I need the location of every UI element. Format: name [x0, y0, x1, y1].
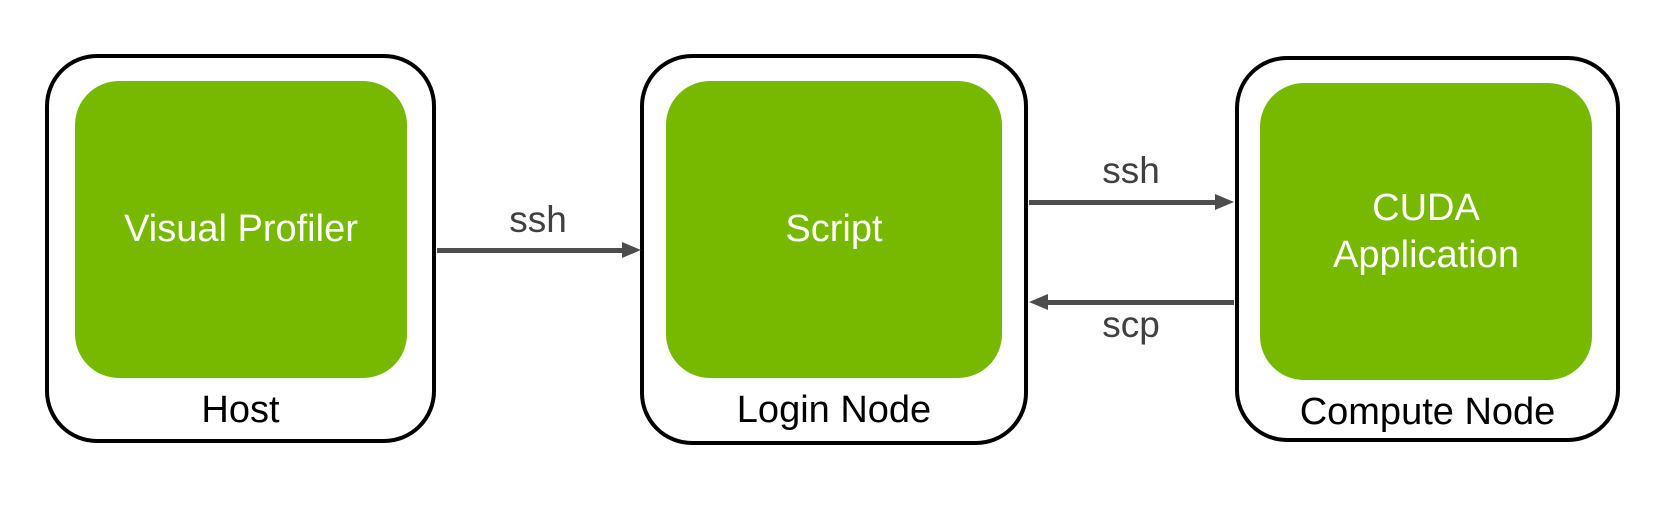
arrow-shaft — [437, 248, 625, 253]
node-login-inner-box: Script — [666, 81, 1002, 378]
ssh-arrow-login-to-compute — [1029, 191, 1234, 213]
arrow-shaft — [1029, 200, 1218, 205]
arrowhead-right-icon — [622, 242, 641, 258]
node-compute-inner-label: CUDA Application — [1333, 186, 1519, 276]
node-host-inner-label: Visual Profiler — [124, 208, 358, 250]
ssh-arrow-host-to-login — [437, 239, 641, 261]
arrowhead-right-icon — [1215, 194, 1234, 210]
arrowhead-left-icon — [1029, 294, 1048, 310]
node-compute: CUDA Application Compute Node — [1235, 56, 1620, 442]
node-host-label: Host — [201, 389, 280, 431]
scp-arrow-compute-to-login — [1029, 291, 1234, 313]
node-compute-inner-box: CUDA Application — [1260, 83, 1592, 380]
node-host: Visual Profiler Host — [45, 54, 436, 443]
node-login-label: Login Node — [736, 389, 932, 431]
ssh-arrow-login-to-compute-label: ssh — [1102, 150, 1160, 191]
node-login: Script Login Node — [640, 54, 1028, 445]
ssh-arrow-host-to-login-label: ssh — [509, 199, 567, 240]
node-login-inner-label: Script — [785, 208, 883, 250]
scp-arrow-compute-to-login-label: scp — [1102, 304, 1160, 345]
arrow-shaft — [1045, 300, 1234, 305]
node-host-inner-box: Visual Profiler — [75, 81, 407, 378]
node-compute-label: Compute Node — [1299, 391, 1556, 433]
